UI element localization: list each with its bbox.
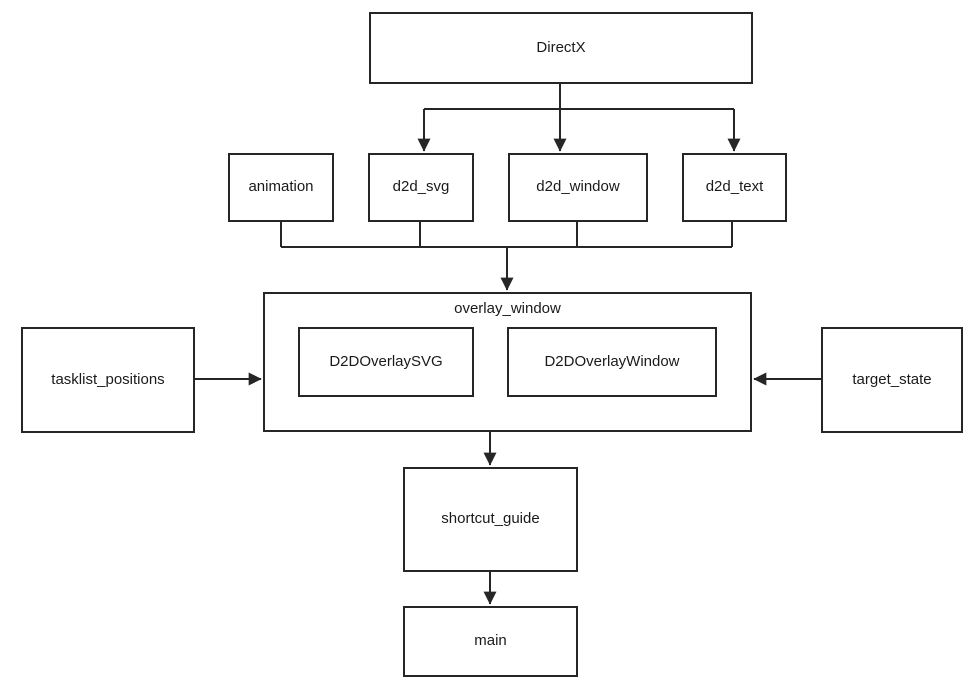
node-d2d-svg: d2d_svg: [368, 153, 474, 222]
node-d2d-window: d2d_window: [508, 153, 648, 222]
edge-merge-into-overlay: [280, 222, 733, 291]
node-shortcut-guide: shortcut_guide: [403, 467, 578, 572]
node-target-state: target_state: [821, 327, 963, 433]
node-directx: DirectX: [369, 12, 753, 84]
node-main: main: [403, 606, 578, 677]
node-d2d-overlay-window: D2DOverlayWindow: [507, 327, 717, 397]
node-d2d-overlay-svg: D2DOverlaySVG: [298, 327, 474, 397]
node-tasklist-positions: tasklist_positions: [21, 327, 195, 433]
node-d2d-text: d2d_text: [682, 153, 787, 222]
overlay-window-label: overlay_window: [454, 300, 561, 317]
node-animation: animation: [228, 153, 334, 222]
edge-directx-fanout: [417, 84, 741, 152]
